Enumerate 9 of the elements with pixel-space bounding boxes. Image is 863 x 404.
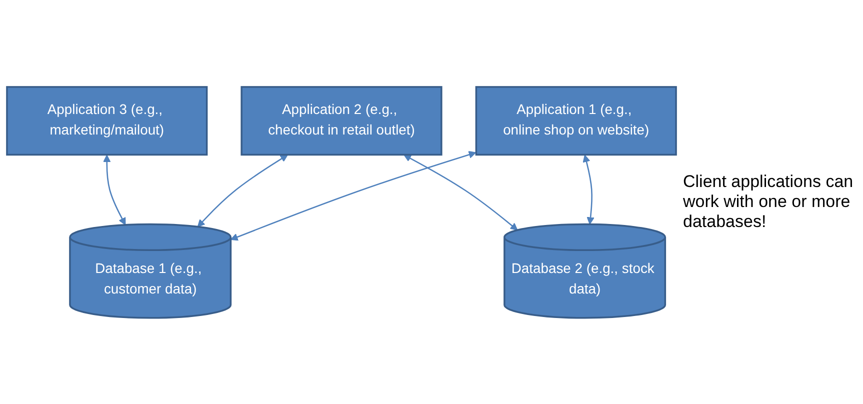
node-box: Application 1 (e.g., online shop on website) [475, 86, 677, 156]
arrow [230, 150, 476, 240]
node-box: Application 2 (e.g., checkout in retail outlet) [240, 86, 442, 156]
note-text: Client applications can work with one or more databases! [683, 172, 854, 232]
arrow [197, 154, 288, 227]
node-box: Application 3 (e.g., marketing/mailout) [6, 86, 208, 156]
arrow [582, 154, 594, 224]
arrow [103, 154, 126, 225]
arrow [404, 154, 518, 230]
